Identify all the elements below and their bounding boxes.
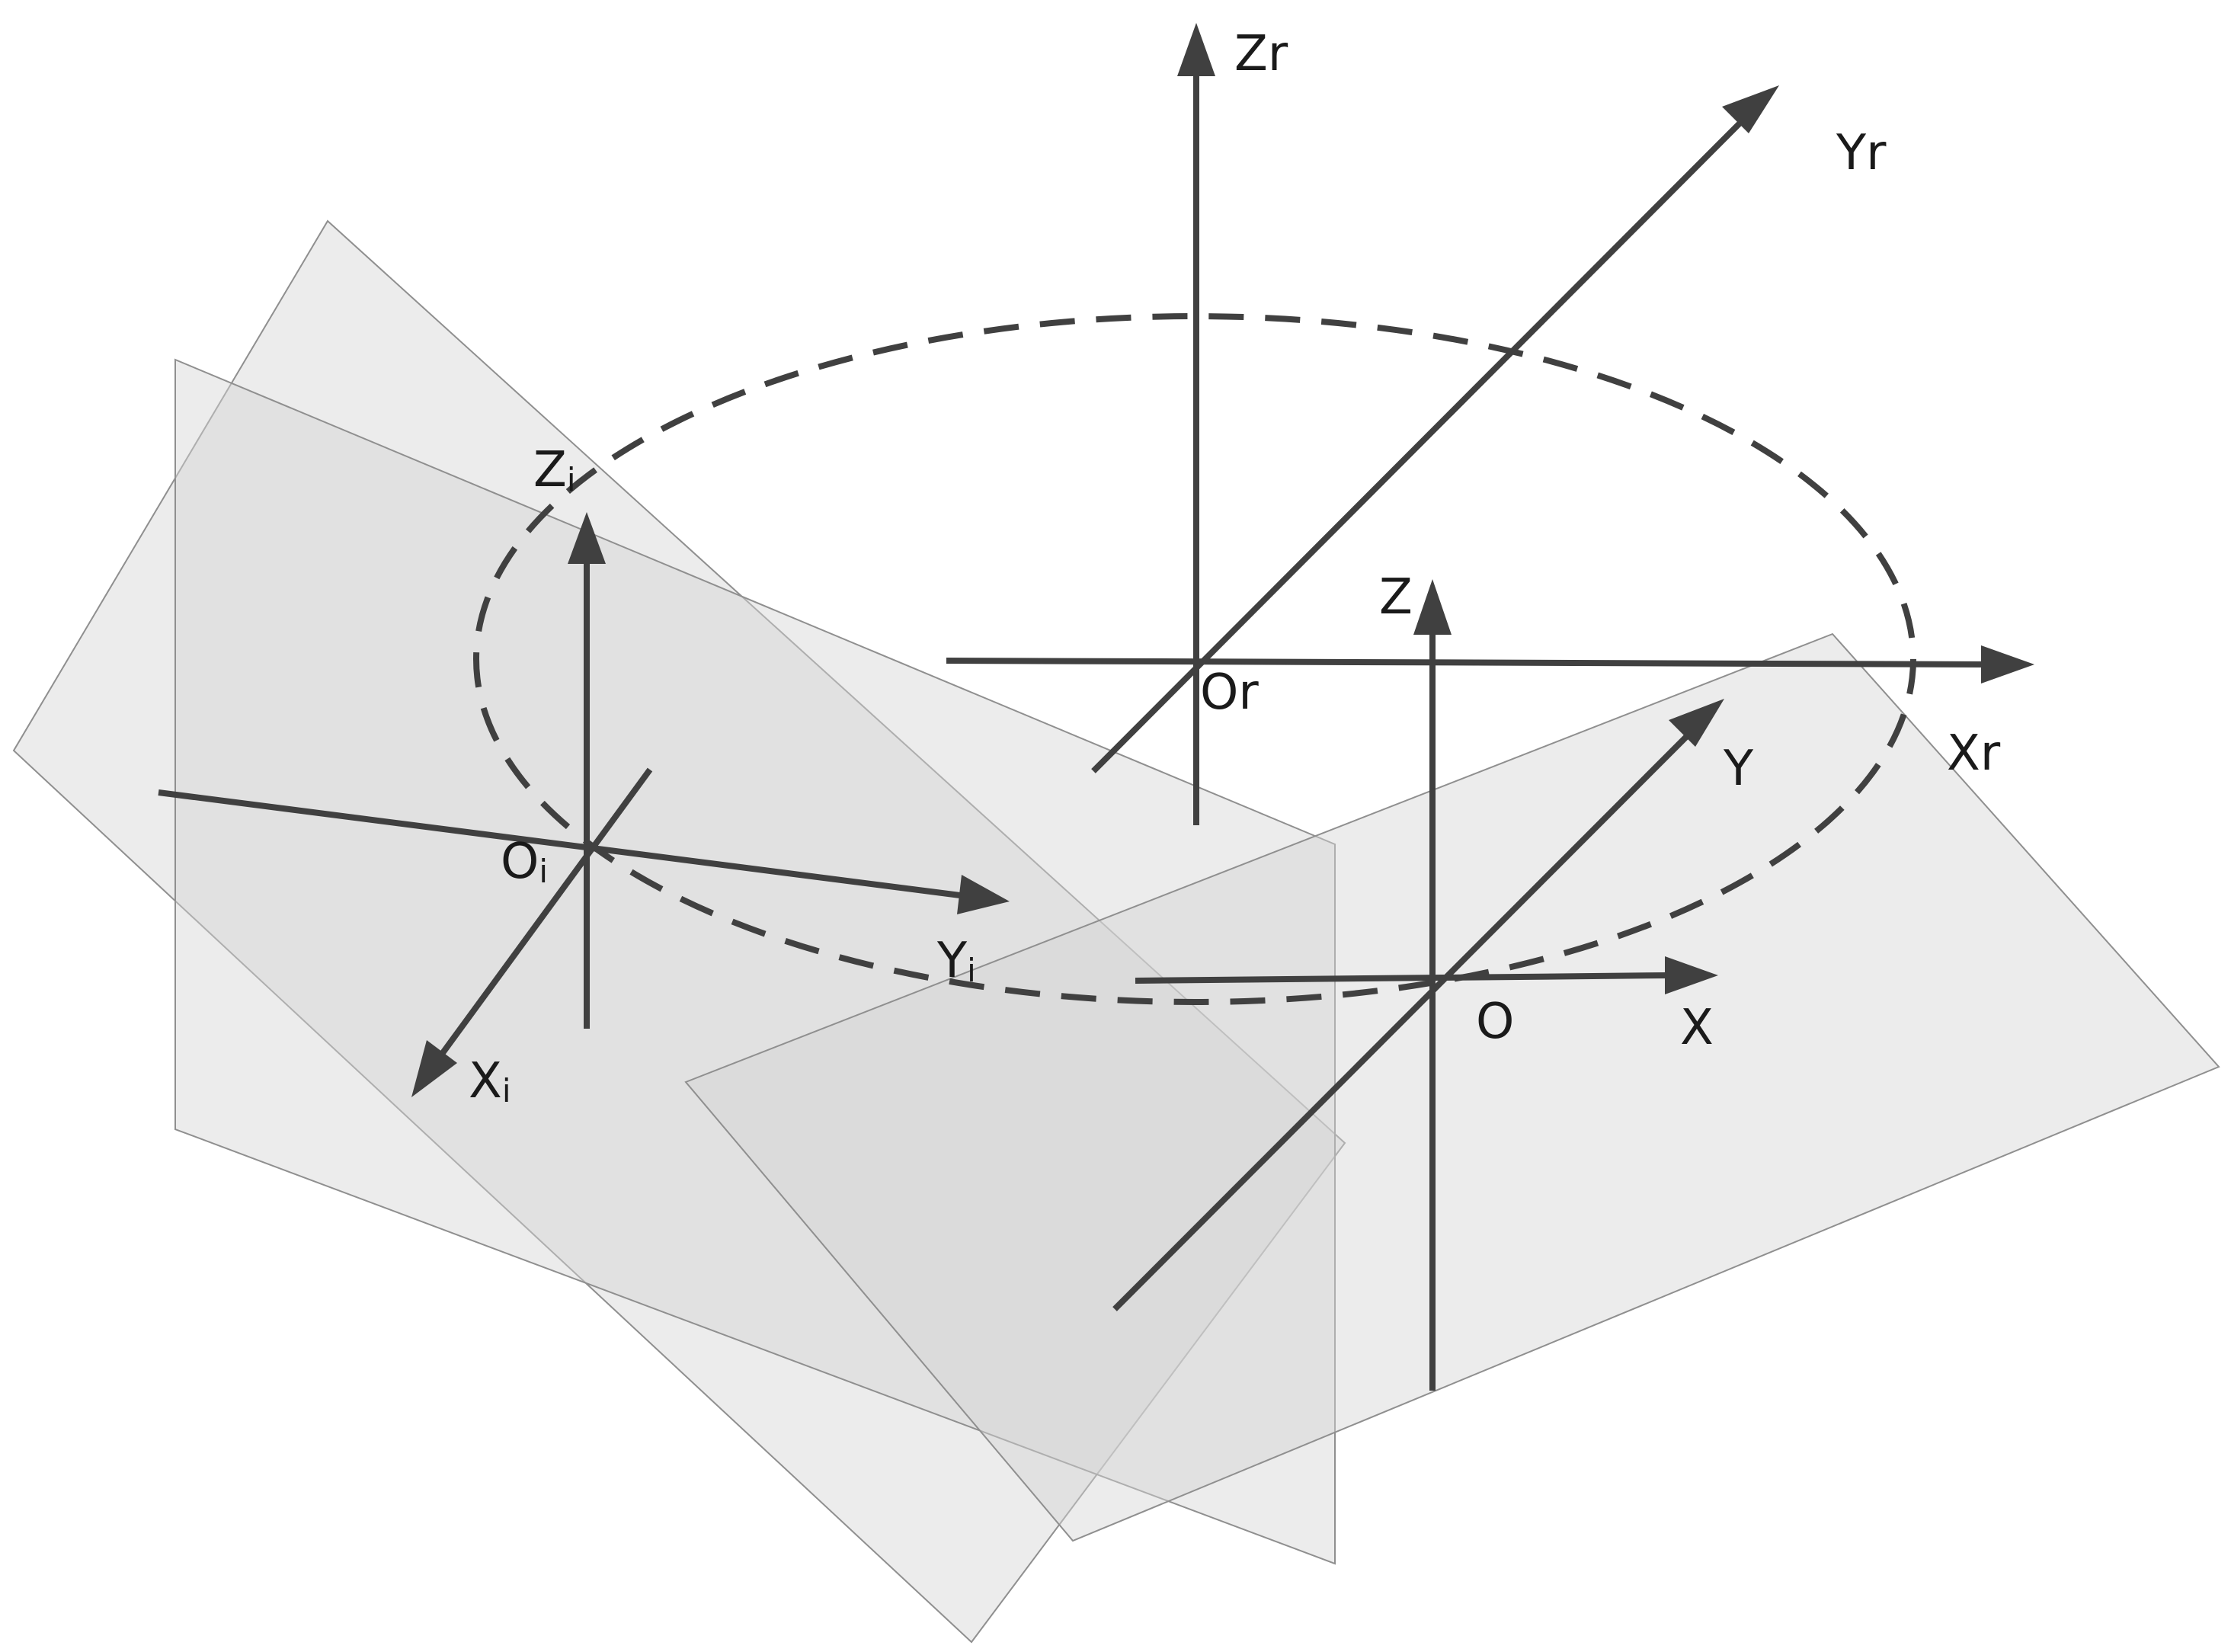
world-y-axis (1112, 729, 1694, 1311)
reference-y-arrowhead (1722, 85, 1779, 133)
camera-y-label: Yi (936, 933, 976, 989)
camera-z-label: Zi (533, 442, 576, 498)
world-y-label: Y (1723, 741, 1754, 797)
ground-plane (684, 632, 2220, 1542)
reference-x-axis (946, 658, 1989, 668)
camera-origin-label: Oi (501, 834, 548, 890)
camera-x-label: Xi (469, 1053, 511, 1109)
reference-x-arrowhead (1981, 645, 2034, 684)
camera-y-arrowhead (957, 875, 1010, 914)
camera-trajectory-dashed-ellipse (473, 313, 1916, 1005)
reference-y-label: Yr (1836, 125, 1887, 181)
world-y-arrowhead (1669, 699, 1724, 747)
camera-z-arrowhead (568, 512, 606, 564)
world-x-label: X (1680, 1000, 1714, 1056)
image-plane-tilted (12, 219, 1346, 1644)
reference-y-axis (1091, 116, 1747, 773)
world-z-arrowhead (1413, 579, 1452, 635)
world-x-arrowhead (1665, 956, 1718, 994)
reference-z-arrowhead (1177, 23, 1215, 76)
reference-z-label: Zr (1234, 26, 1288, 82)
camera-y-axis (158, 789, 961, 898)
world-z-label: Z (1379, 569, 1413, 626)
camera-x-arrowhead (411, 1040, 457, 1097)
camera-x-axis (435, 767, 653, 1061)
image-plane-vertical (174, 358, 1336, 1565)
reference-origin-label: Or (1200, 664, 1259, 721)
world-origin-label: O (1476, 994, 1514, 1050)
reference-x-label: Xr (1947, 725, 2001, 782)
world-x-axis (1135, 972, 1669, 984)
